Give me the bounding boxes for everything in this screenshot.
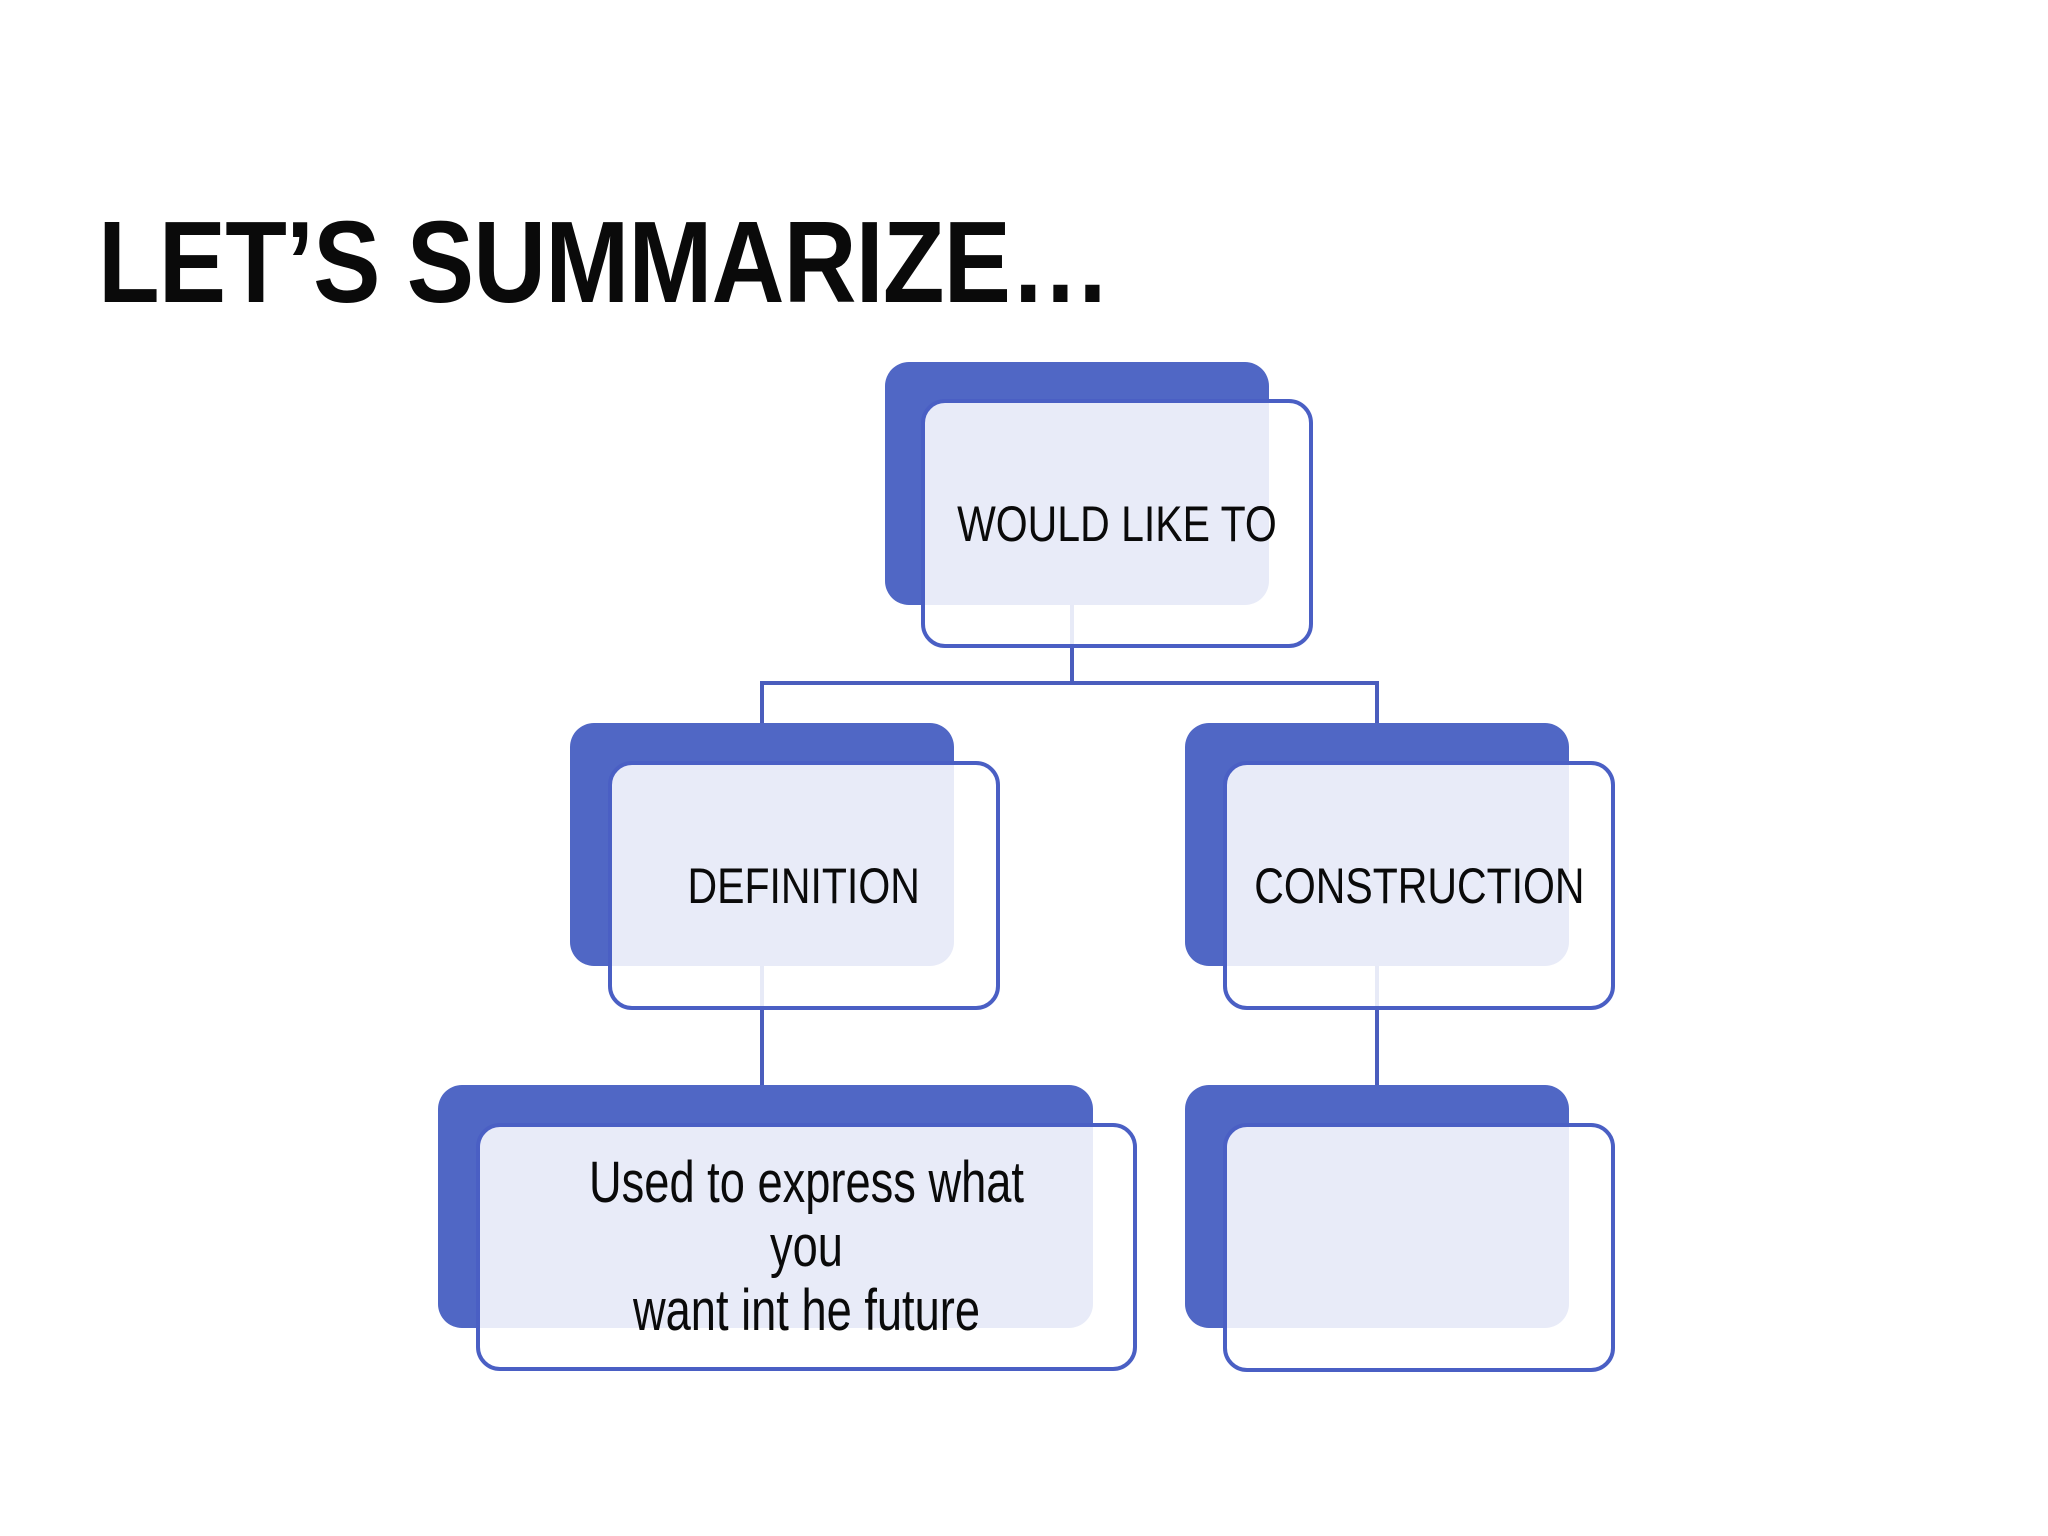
node-construction-detail-card <box>1223 1123 1615 1372</box>
node-construction-label: CONSTRUCTION <box>1253 857 1585 914</box>
node-definition-detail-label: Used to express what you want int he fut… <box>588 1150 1025 1343</box>
node-definition-label: DEFINITION <box>687 857 921 914</box>
connector-definition-detail <box>760 900 764 1120</box>
node-would-like-to-label: WOULD LIKE TO <box>957 495 1277 552</box>
connector-construction-detail <box>1375 900 1379 1120</box>
connector-horizontal <box>760 681 1379 685</box>
slide-title: LET’S SUMMARIZE… <box>98 196 1111 327</box>
node-would-like-to-card: WOULD LIKE TO <box>921 399 1313 648</box>
connector-stub-definition <box>760 681 764 740</box>
node-definition-detail-card: Used to express what you want int he fut… <box>476 1123 1137 1371</box>
node-construction-card: CONSTRUCTION <box>1223 761 1615 1010</box>
connector-stub-construction <box>1375 681 1379 740</box>
node-definition-card: DEFINITION <box>608 761 1000 1010</box>
